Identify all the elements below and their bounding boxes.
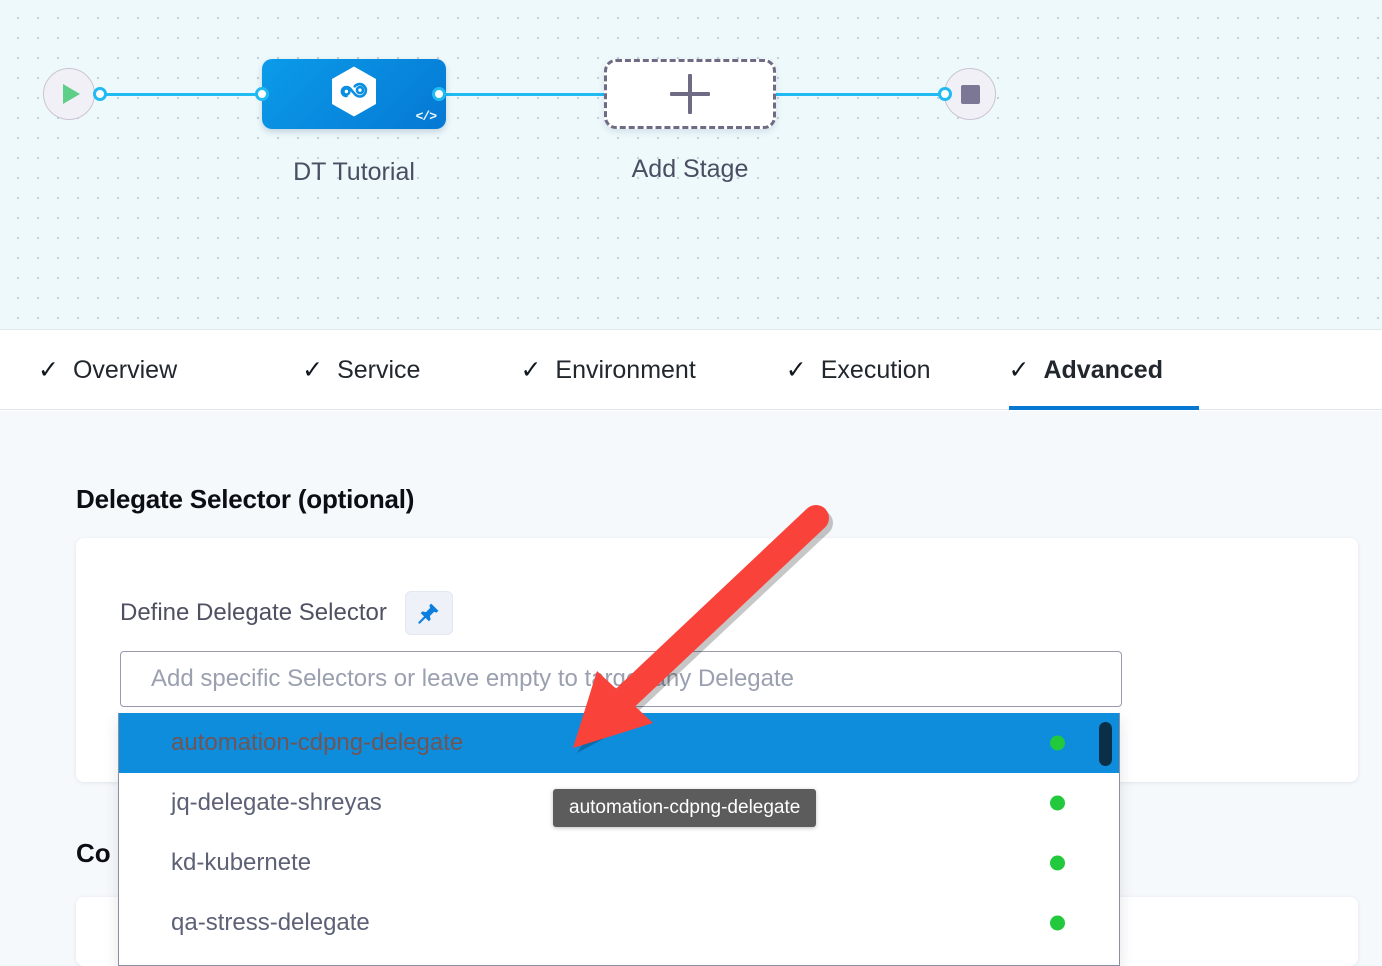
plus-icon <box>670 74 710 114</box>
check-icon: ✓ <box>38 358 59 383</box>
status-dot-online <box>1050 856 1065 871</box>
play-icon <box>63 84 80 104</box>
pushpin-icon <box>417 601 441 625</box>
define-delegate-selector-label: Define Delegate Selector <box>120 599 387 627</box>
dropdown-option-kd-kubernete[interactable]: kd-kubernete <box>119 833 1119 893</box>
dropdown-option-label: automation-cdpng-delegate <box>171 729 463 757</box>
pipeline-graph: </> DT Tutorial Add Stage <box>0 0 1382 330</box>
stage-input-port[interactable] <box>255 87 269 101</box>
lower-section-heading: Co <box>76 838 111 869</box>
stage-output-port[interactable] <box>432 87 446 101</box>
dropdown-option-automation-cdpng-delegate[interactable]: automation-cdpng-delegate <box>119 713 1119 773</box>
harness-hexagon-infinity-icon <box>330 66 378 123</box>
dropdown-option-qa-stress-delegate[interactable]: qa-stress-delegate <box>119 893 1119 953</box>
define-delegate-selector-row: Define Delegate Selector <box>120 591 453 635</box>
tab-environment[interactable]: ✓ Environment <box>520 331 695 409</box>
pipeline-start-node[interactable] <box>43 68 95 120</box>
pipeline-canvas[interactable]: </> DT Tutorial Add Stage <box>0 0 1382 330</box>
status-dot-online <box>1050 736 1065 751</box>
check-icon: ✓ <box>302 358 323 383</box>
tab-execution-label: Execution <box>821 356 931 385</box>
check-icon: ✓ <box>786 358 807 383</box>
stage-config-tabs: ✓ Overview ✓ Service ✓ Environment ✓ Exe… <box>0 331 1382 410</box>
tab-advanced-label: Advanced <box>1043 356 1162 385</box>
stage-node-label: DT Tutorial <box>262 158 446 187</box>
dropdown-option-label: jq-delegate-shreyas <box>171 789 382 817</box>
delegate-selector-heading: Delegate Selector (optional) <box>76 484 414 515</box>
edge-start-to-stage <box>100 93 268 96</box>
edge-add-to-end <box>775 93 948 96</box>
stage-node-dt-tutorial[interactable]: </> <box>262 59 446 129</box>
tab-service-label: Service <box>337 356 420 385</box>
status-dot-online <box>1050 916 1065 931</box>
delegate-selector-input[interactable] <box>120 651 1122 707</box>
delegate-name-tooltip: automation-cdpng-delegate <box>553 789 816 827</box>
status-dot-online <box>1050 796 1065 811</box>
pushpin-button[interactable] <box>405 591 453 635</box>
tab-advanced[interactable]: ✓ Advanced <box>1009 331 1199 409</box>
add-stage-button[interactable] <box>604 59 776 129</box>
dropdown-scrollbar[interactable] <box>1103 713 1116 966</box>
edge-stage-to-add <box>438 93 608 96</box>
end-input-port[interactable] <box>938 87 952 101</box>
code-brackets-icon: </> <box>416 109 436 124</box>
delegate-selector-dropdown[interactable]: automation-cdpng-delegate jq-delegate-sh… <box>118 713 1120 966</box>
tab-overview[interactable]: ✓ Overview <box>38 331 177 409</box>
tab-service[interactable]: ✓ Service <box>302 331 420 409</box>
dropdown-scrollbar-thumb[interactable] <box>1099 722 1112 766</box>
tab-environment-label: Environment <box>555 356 695 385</box>
start-output-port[interactable] <box>93 87 107 101</box>
tab-execution[interactable]: ✓ Execution <box>786 331 931 409</box>
check-icon: ✓ <box>1009 358 1030 383</box>
check-icon: ✓ <box>520 358 541 383</box>
tab-overview-label: Overview <box>73 356 177 385</box>
dropdown-option-label: qa-stress-delegate <box>171 909 370 937</box>
add-stage-label: Add Stage <box>604 155 776 184</box>
stop-icon <box>961 85 980 104</box>
dropdown-option-label: kd-kubernete <box>171 849 311 877</box>
